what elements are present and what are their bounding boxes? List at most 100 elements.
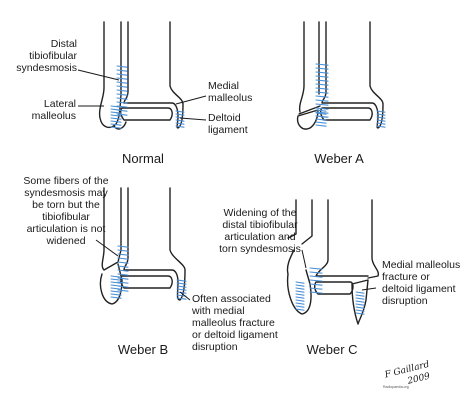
- ligament-fiber: [176, 297, 187, 300]
- label-line: tibiofibular: [29, 50, 77, 62]
- label-line: torn syndesmosis: [219, 243, 301, 255]
- label-line: Lateral: [44, 98, 76, 110]
- ligament-fiber: [110, 108, 122, 111]
- ligament-fiber: [117, 273, 129, 276]
- label-line: Distal: [51, 38, 77, 50]
- ligament-fiber: [175, 113, 185, 116]
- ligament-fiber: [295, 305, 305, 308]
- ligament-fiber: [110, 111, 122, 114]
- ligament-fiber: [355, 294, 365, 297]
- ligament-fiber: [175, 119, 185, 122]
- label-line: ligament: [208, 124, 248, 136]
- ligament-fiber: [116, 101, 128, 104]
- label-line: distal tibiofibular: [222, 219, 298, 231]
- label-line: malleolus: [32, 110, 76, 122]
- ligament-fiber: [315, 118, 327, 121]
- ligament-fiber: [315, 79, 329, 82]
- panel-weber-a: Weber A: [296, 21, 386, 166]
- label-line: tibiofibular: [42, 211, 90, 223]
- ligament-fiber: [315, 103, 329, 106]
- ligament-fiber: [315, 121, 327, 124]
- ligament-fiber: [295, 302, 305, 305]
- ligament-fiber: [315, 107, 329, 110]
- credit-text: Radiopaedia.org: [383, 385, 409, 389]
- ligament-fiber: [315, 87, 329, 90]
- ligament-fiber: [110, 278, 122, 281]
- ligament-fiber: [117, 253, 129, 256]
- ligament-fiber: [116, 69, 128, 72]
- author-signature: F Gaillard 2009 Radiopaedia.org: [383, 360, 432, 389]
- ligament-fiber: [295, 287, 305, 290]
- ligament-fiber: [309, 283, 323, 286]
- ligament-fiber: [315, 75, 329, 78]
- ligament-fiber: [295, 281, 305, 284]
- ligament-fiber: [110, 290, 122, 293]
- ligament-fiber: [376, 125, 386, 128]
- label-line: syndesmosis may: [24, 187, 108, 199]
- caption-weber-a: Weber A: [314, 151, 364, 166]
- weber-b-ligament-marks: [110, 245, 187, 300]
- label-line: Often associated: [192, 293, 271, 305]
- ligament-fiber: [295, 308, 305, 311]
- ligament-fiber: [315, 99, 329, 102]
- ligament-fiber: [295, 296, 305, 299]
- ligament-fiber: [295, 284, 305, 287]
- ligament-fiber: [110, 126, 122, 129]
- weber-c-ankle-bones: [286, 199, 380, 325]
- label-line: fracture or: [382, 271, 430, 283]
- ligament-fiber: [295, 293, 305, 296]
- ligament-fiber: [315, 95, 329, 98]
- ligament-fiber: [355, 291, 365, 294]
- ligament-fiber: [376, 116, 386, 119]
- ligament-fiber: [315, 91, 329, 94]
- label-line: widened: [45, 235, 85, 247]
- ligament-fiber: [116, 77, 128, 80]
- label-line: malleolus: [208, 92, 252, 104]
- label-line: Medial malleolus: [382, 259, 460, 271]
- ligament-fiber: [315, 115, 327, 118]
- ligament-fiber: [117, 257, 129, 260]
- label-line: deltoid ligament: [382, 283, 456, 295]
- ligament-fiber: [110, 293, 122, 296]
- ligament-fiber: [315, 111, 329, 114]
- ligament-fiber: [309, 267, 323, 270]
- caption-weber-b: Weber B: [118, 342, 168, 357]
- label-line: articulation is not: [27, 223, 106, 235]
- ligament-fiber: [110, 296, 122, 299]
- ligament-fiber: [315, 124, 327, 127]
- ligament-fiber: [355, 300, 365, 303]
- weber-a-ligament-marks: [315, 63, 386, 128]
- normal-leader-lines: [77, 69, 207, 121]
- normal-ankle-bones: [98, 21, 184, 130]
- ligament-fiber: [117, 249, 129, 252]
- ligament-fiber: [110, 284, 122, 287]
- label-line: disruption: [192, 341, 238, 353]
- label-line: Medial: [208, 80, 239, 92]
- label-line: articulation and: [224, 231, 295, 243]
- ligament-fiber: [110, 114, 122, 117]
- weber-b-leader-lines: [95, 239, 191, 301]
- ligament-fiber: [117, 281, 129, 284]
- ligament-fiber: [309, 271, 323, 274]
- weber-c-ligament-marks: [295, 267, 365, 315]
- ligament-fiber: [376, 113, 386, 116]
- ligament-fiber: [376, 110, 386, 113]
- ligament-fiber: [110, 117, 122, 120]
- ligament-fiber: [116, 113, 128, 116]
- ligament-fiber: [309, 275, 323, 278]
- weber-b-ankle-bones: [99, 187, 186, 305]
- ligament-fiber: [295, 290, 305, 293]
- ligament-fiber: [176, 279, 187, 282]
- weber-a-ankle-bones: [296, 21, 384, 130]
- ligament-fiber: [116, 65, 128, 68]
